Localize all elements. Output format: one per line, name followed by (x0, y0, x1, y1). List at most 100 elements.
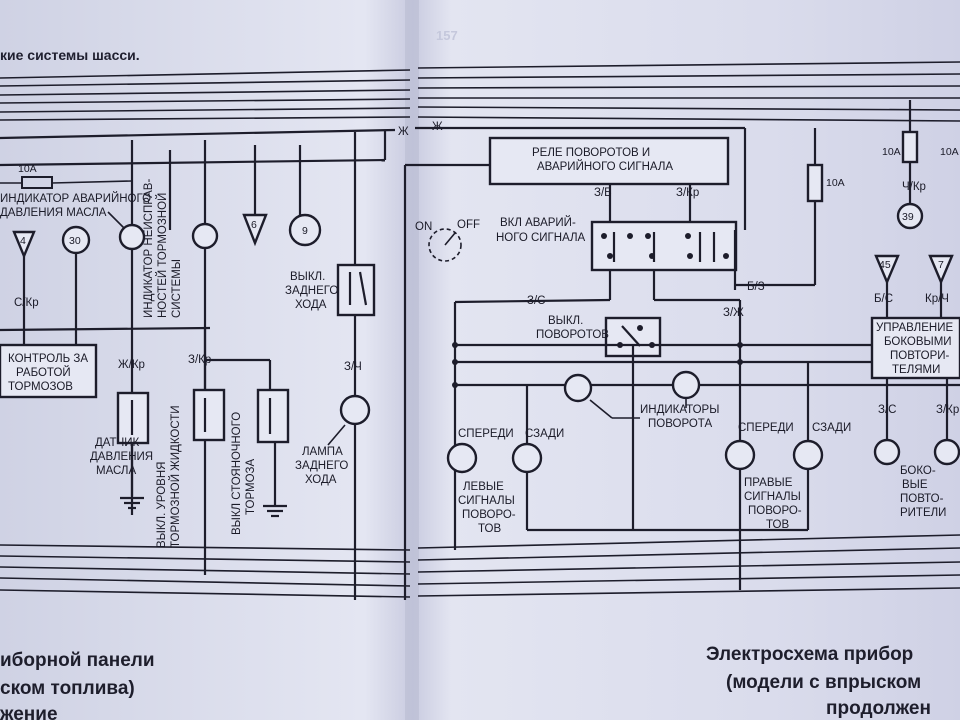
wire-label: З/Б (594, 187, 612, 199)
svg-text:РИТЕЛИ: РИТЕЛИ (900, 507, 946, 519)
fuse-icon (901, 130, 919, 164)
brake-fluid-switch-label: ВЫКЛ. УРОВНЯ ТОРМОЗНОЙ ЖИДКОСТИ (156, 405, 182, 548)
fuse-icon (806, 163, 824, 203)
svg-text:ХОДА: ХОДА (305, 474, 337, 486)
svg-text:СИГНАЛЫ: СИГНАЛЫ (458, 495, 515, 507)
rear-right-lamp-icon (792, 439, 824, 471)
right-caption-line-3: продолжен (826, 698, 931, 719)
svg-text:ON: ON (415, 221, 432, 233)
brake-fluid-switch-icon (192, 388, 226, 442)
svg-text:4: 4 (20, 235, 26, 247)
connector-45-icon (874, 254, 900, 286)
wire-label: С/Кр (14, 297, 39, 309)
svg-text:ТОВ: ТОВ (766, 519, 789, 531)
svg-text:ВЫЕ: ВЫЕ (902, 479, 928, 491)
right-caption-line-1: Электросхема прибор (706, 644, 913, 665)
side-repeater-control-box (870, 316, 960, 380)
svg-text:10А: 10А (882, 146, 901, 158)
svg-text:ПОВТОРИ-: ПОВТОРИ- (890, 350, 950, 362)
fuse-label: 10А (18, 163, 37, 175)
svg-text:ИНДИКАТОР НЕИСПРАВ-: ИНДИКАТОР НЕИСПРАВ- (143, 179, 155, 318)
oil-indicator-lamp-icon (118, 223, 146, 251)
left-caption-line-3: жение (0, 704, 58, 720)
svg-text:30: 30 (69, 235, 81, 247)
svg-text:39: 39 (902, 211, 914, 223)
ground-icon (263, 442, 287, 518)
svg-text:45: 45 (879, 259, 891, 271)
svg-text:МАСЛА: МАСЛА (96, 465, 136, 477)
connector-9-icon (288, 213, 322, 247)
svg-text:6: 6 (251, 219, 257, 231)
svg-text:ТЕЛЯМИ: ТЕЛЯМИ (892, 364, 940, 376)
book-spine (405, 0, 419, 720)
svg-text:10А: 10А (940, 146, 959, 158)
svg-text:УПРАВЛЕНИЕ: УПРАВЛЕНИЕ (876, 322, 953, 334)
side-repeaters-label: БОКО- (900, 465, 936, 477)
rear-left-label: СЗАДИ (525, 428, 564, 440)
right-page-wiring: РЕЛЕ ПОВОРОТОВ И АВАРИЙНОГО СИГНАЛА З/Б … (403, 61, 960, 600)
svg-text:ЗАДНЕГО: ЗАДНЕГО (295, 460, 348, 472)
front-right-lamp-icon (724, 439, 756, 471)
svg-text:7: 7 (938, 259, 944, 271)
left-signals-label: ЛЕВЫЕ (463, 481, 504, 493)
connector-39-icon (896, 202, 924, 230)
hazard-knob-icon (428, 228, 462, 262)
svg-text:НОСТЕЙ ТОРМОЗНОЙ: НОСТЕЙ ТОРМОЗНОЙ (156, 193, 169, 318)
svg-text:ВЫКЛ СТОЯНОЧНОГО: ВЫКЛ СТОЯНОЧНОГО (231, 412, 243, 535)
left-caption-line-2: ском топлива) (0, 678, 135, 699)
brake-control-box (0, 343, 98, 399)
wire-label: Ч/Кр (902, 181, 926, 193)
svg-text:ВЫКЛ. УРОВНЯ: ВЫКЛ. УРОВНЯ (156, 462, 168, 548)
svg-text:ДАВЛЕНИЯ МАСЛА: ДАВЛЕНИЯ МАСЛА (0, 207, 107, 219)
wire-label: З/Кр (936, 404, 959, 416)
wire-label: З/Кр (676, 187, 699, 199)
svg-text:РАБОТОЙ: РАБОТОЙ (16, 366, 71, 379)
svg-text:ТОВ: ТОВ (478, 523, 501, 535)
wire-label: Ж (398, 126, 409, 138)
ground-icon (120, 443, 144, 510)
rear-right-label: СЗАДИ (812, 422, 851, 434)
hazard-switch-box (590, 220, 738, 272)
wire-label: Б/С (874, 293, 893, 305)
svg-text:ТОРМОЗНОЙ ЖИДКОСТИ: ТОРМОЗНОЙ ЖИДКОСТИ (169, 405, 182, 548)
svg-text:ТОРМОЗА: ТОРМОЗА (245, 459, 257, 515)
page-number: 157 (436, 28, 458, 43)
left-page-wiring: 10А 4 С/Кр 30 ИНДИКАТОР АВАРИЙНОГО ДАВЛЕ… (0, 69, 443, 600)
reverse-lamp-label: ЛАМПА (302, 446, 343, 458)
svg-text:ТОРМОЗОВ: ТОРМОЗОВ (8, 381, 73, 393)
hazard-switch-label: ВКЛ АВАРИЙ- (500, 216, 576, 229)
svg-text:ПОВОРО-: ПОВОРО- (748, 505, 802, 517)
indicators-label: ИНДИКАТОРЫ (640, 404, 719, 416)
svg-text:ХОДА: ХОДА (295, 299, 327, 311)
wire-label: З/С (878, 404, 896, 416)
wire-label: З/Ч (344, 361, 362, 373)
front-left-lamp-icon (446, 442, 478, 474)
svg-text:ЗАДНЕГО: ЗАДНЕГО (285, 285, 338, 297)
right-caption-line-2: (модели с впрыском (726, 672, 921, 693)
svg-text:ДАВЛЕНИЯ: ДАВЛЕНИЯ (90, 451, 153, 463)
front-left-label: СПЕРЕДИ (458, 428, 514, 440)
svg-text:ПОВТО-: ПОВТО- (900, 493, 944, 505)
side-repeater-right-icon (933, 438, 960, 466)
wire-label: Ж/Кр (118, 359, 145, 371)
left-caption-line-1: иборной панели (0, 650, 155, 671)
side-repeater-left-icon (873, 438, 901, 466)
turn-relay-box (488, 136, 730, 186)
svg-text:ПОВОРОТОВ: ПОВОРОТОВ (536, 329, 609, 341)
parking-brake-switch-label: ВЫКЛ СТОЯНОЧНОГО ТОРМОЗА (231, 412, 257, 535)
svg-text:10А: 10А (826, 177, 845, 189)
svg-text:КОНТРОЛЬ ЗА: КОНТРОЛЬ ЗА (8, 353, 88, 365)
connector-6-icon (242, 213, 268, 247)
connector-4-icon (12, 230, 36, 260)
svg-text:РЕЛЕ ПОВОРОТОВ И: РЕЛЕ ПОВОРОТОВ И (532, 147, 650, 159)
wire-label: Б/З (747, 281, 765, 293)
rear-left-lamp-icon (511, 442, 543, 474)
reverse-switch-label: ВЫКЛ. (290, 271, 325, 283)
svg-text:OFF: OFF (457, 219, 480, 231)
svg-text:ПОВОРО-: ПОВОРО- (462, 509, 516, 521)
turn-indicator-right-icon (671, 370, 701, 400)
svg-text:БОКОВЫМИ: БОКОВЫМИ (884, 336, 952, 348)
oil-sensor-label: ДАТЧИК (95, 437, 140, 449)
